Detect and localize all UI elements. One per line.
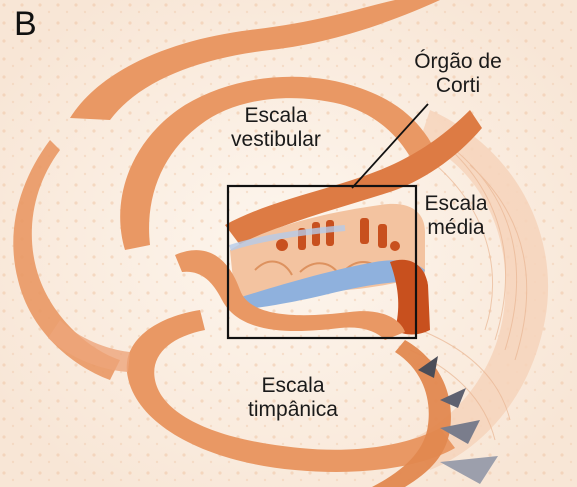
label-scala-media-line1: Escala (414, 192, 498, 216)
label-organ-of-corti-line1: Órgão de (388, 50, 528, 74)
label-organ-of-corti: Órgão de Corti (388, 50, 528, 98)
label-organ-of-corti-line2: Corti (388, 74, 528, 98)
label-scala-media-line2: média (414, 216, 498, 240)
label-scala-vestibuli-line2: vestibular (206, 128, 346, 152)
label-scala-tympani-line1: Escala (228, 374, 358, 398)
panel-letter: B (14, 6, 37, 42)
label-scala-media: Escala média (414, 192, 498, 240)
label-scala-vestibuli: Escala vestibular (206, 104, 346, 152)
label-scala-tympani: Escala timpânica (228, 374, 358, 422)
label-scala-vestibuli-line1: Escala (206, 104, 346, 128)
label-scala-tympani-line2: timpânica (228, 398, 358, 422)
